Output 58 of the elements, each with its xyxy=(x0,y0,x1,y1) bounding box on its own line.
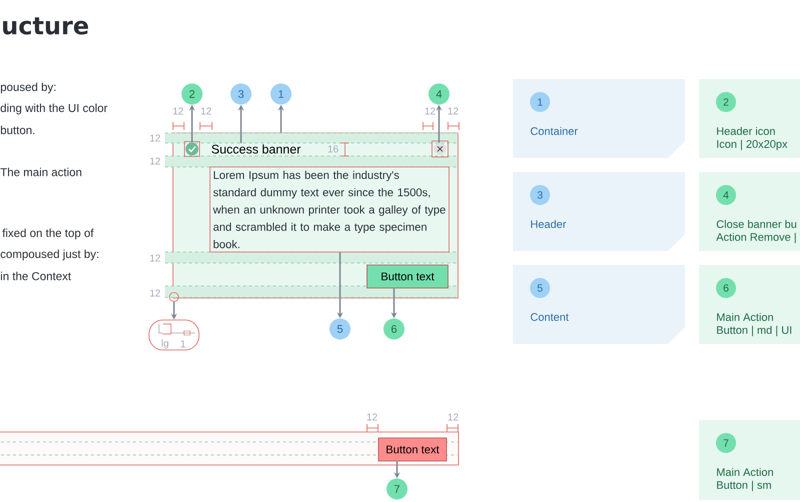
number-badge: 1 xyxy=(530,92,550,112)
description-text: ding with the UI color xyxy=(0,104,108,114)
card-label: Content xyxy=(530,313,569,321)
content-text: Lorem Ipsum has been the industry's standard dummy text ever since the 1500s, when an unknown printer took a galley of type and scrambled it to make a type specimen book. xyxy=(210,166,450,252)
banner-bar xyxy=(0,432,459,466)
callout-number: 3 xyxy=(230,84,252,104)
callout-number: 6 xyxy=(384,318,404,340)
button: Button text xyxy=(378,438,447,462)
card-label: Close banner bu xyxy=(716,220,796,228)
number-badge: 3 xyxy=(530,185,550,205)
banner-heading: Success banner xyxy=(212,144,301,154)
corner-radius-drawing: lg 1 xyxy=(148,320,200,350)
dimension-label: 12 xyxy=(448,108,458,114)
number-badge: 6 xyxy=(716,278,736,298)
info-card xyxy=(699,172,800,251)
description-text: The main action xyxy=(0,168,82,176)
info-card xyxy=(513,79,685,158)
dimension-label: 12 xyxy=(367,414,378,420)
info-card xyxy=(699,265,800,344)
description-text: button. xyxy=(0,126,34,134)
card-label: Container xyxy=(530,126,578,136)
dimension-label: 12 xyxy=(448,414,458,420)
card-label: Button | sm xyxy=(717,480,771,492)
description-text: compoused just by: xyxy=(0,250,98,260)
description-text: in the Context xyxy=(0,272,72,280)
card-label: Header xyxy=(531,220,566,228)
dimension-label: 12 xyxy=(201,108,212,114)
number-badge: 4 xyxy=(716,185,736,205)
callout-number: 7 xyxy=(386,478,408,500)
callout-number: 2 xyxy=(182,84,202,104)
number-badge: 5 xyxy=(530,278,550,298)
info-card xyxy=(513,172,685,251)
card-label: Action Remove | xyxy=(716,232,796,244)
dimension-label: 12 xyxy=(150,158,160,164)
description-text: poused by: xyxy=(0,82,56,94)
callout-number: 4 xyxy=(428,84,450,104)
number-badge: 7 xyxy=(716,433,736,453)
card-label: Main Action xyxy=(717,468,773,476)
info-card xyxy=(699,420,800,500)
card-label: Icon | 20x20px xyxy=(717,140,788,150)
card-label: Button | md | UI xyxy=(717,326,792,336)
dimension-label: 12 xyxy=(150,254,160,262)
dimension-label: 12 xyxy=(150,290,160,296)
info-card xyxy=(513,265,685,344)
button: Button text xyxy=(366,264,448,288)
dimension-label: 12 xyxy=(425,108,436,114)
callout-number: 5 xyxy=(330,318,350,340)
description-text: fixed on the top of xyxy=(2,228,94,240)
dimension-label: 12 xyxy=(173,108,184,114)
card-label: Main Action xyxy=(717,312,773,322)
dimension-label: 16 xyxy=(328,145,338,153)
dimension-label: 12 xyxy=(150,134,160,142)
corner-marker xyxy=(169,292,179,302)
info-card xyxy=(699,79,800,158)
callout-number: 1 xyxy=(270,84,292,104)
heading: ucture xyxy=(3,17,88,35)
card-label: Header icon xyxy=(717,126,775,136)
number-badge: 2 xyxy=(716,92,736,112)
